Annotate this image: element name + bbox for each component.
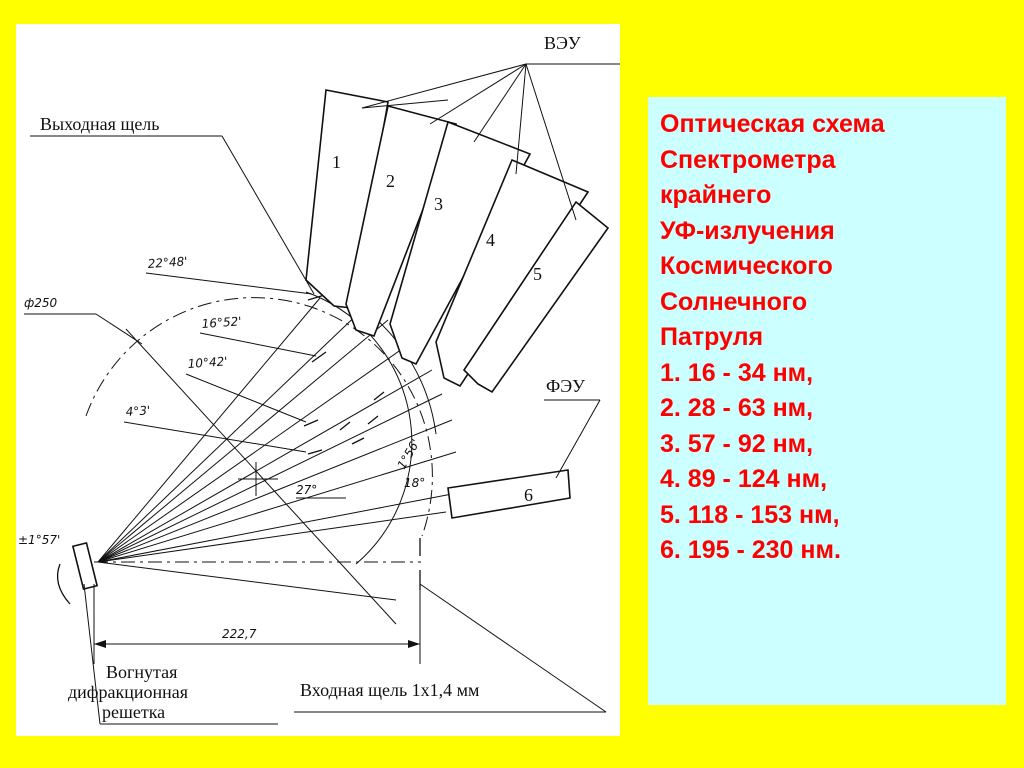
block-6 [447,469,571,519]
feu-leader [555,399,601,479]
block-label-4: 4 [486,230,495,250]
block-label-5: 5 [533,264,542,284]
block-1 [305,89,389,309]
exit-slit-leader [221,135,315,295]
angle-label-7: 18° [404,476,425,490]
veu-label: ВЭУ [544,33,581,53]
entrance-slit-label: Входная щель 1x1,4 мм [300,680,479,700]
angle-label-3: 10°42' [187,354,228,371]
title-line: Патруля [660,323,764,351]
veu-leaders [361,63,620,221]
range-item: 2. 28 - 63 нм, [660,394,814,422]
angle-label-6: 27° [296,483,317,497]
range-item: 3. 57 - 92 нм, [660,429,814,458]
distance-dimension [93,584,420,664]
scheme-title: Оптическая схема Спектрометра крайнего У… [660,107,994,356]
grating-rotation-arrow [56,563,71,605]
diameter-leader [95,313,143,345]
feu-label: ФЭУ [546,376,585,396]
distance-label: 222,7 [222,627,257,641]
angle-label-2: 16°52' [201,314,242,331]
range-item: 4. 89 - 124 нм, [660,465,828,493]
exit-slit-label: Выходная щель [40,114,160,134]
veu-blocks [305,89,610,394]
grating-label-line1: Вогнутая [106,662,177,682]
angle-label-1: 22°48' [147,254,188,271]
rowland-circle-arc [85,297,433,537]
grating-element [71,541,99,591]
title-line: Оптическая схема [660,110,885,138]
title-line: крайнего [660,181,772,209]
block-2 [345,105,458,338]
block-3 [389,120,532,366]
info-panel: Оптическая схема Спектрометра крайнего У… [648,97,1006,705]
focal-arc [305,291,413,565]
block-5 [462,200,610,394]
angle-label-4: 4°3' [125,403,150,419]
grating-leader [83,583,101,725]
entrance-slit-leader [419,583,607,713]
angle-leader-1 [145,272,313,295]
wavelength-range-list: 1. 16 - 34 нм, 2. 28 - 63 нм, 3. 57 - 92… [660,356,994,569]
block-label-1: 1 [332,152,341,172]
grating-label-line2: дифракционная [68,682,188,702]
title-line: Спектрометра [660,145,836,174]
range-item: 1. 16 - 34 нм, [660,358,814,387]
grating-angle-label: ±1°57' [18,533,60,547]
block-label-2: 2 [386,171,395,191]
range-item: 6. 195 - 230 нм. [660,536,841,564]
diameter-label: ф250 [24,296,58,310]
title-line: УФ-излучения [660,216,835,245]
block-4 [435,158,590,388]
angle-leader-3 [185,373,307,423]
title-line: Солнечного [660,287,808,316]
range-item: 5. 118 - 153 нм, [660,500,840,529]
title-line: Космического [660,252,833,280]
angle-leader-2 [199,332,317,357]
ray-fan [97,297,457,601]
grating-label-line3: решетка [102,702,165,722]
angle-leader-4 [123,421,307,453]
center-mark [125,328,397,625]
block-label-3: 3 [434,194,443,214]
block-label-6: 6 [524,485,533,505]
optical-scheme-drawing: 1 2 3 4 5 ВЭУ Выходная щель 6 ФЭУ ±1°57'… [16,24,620,736]
